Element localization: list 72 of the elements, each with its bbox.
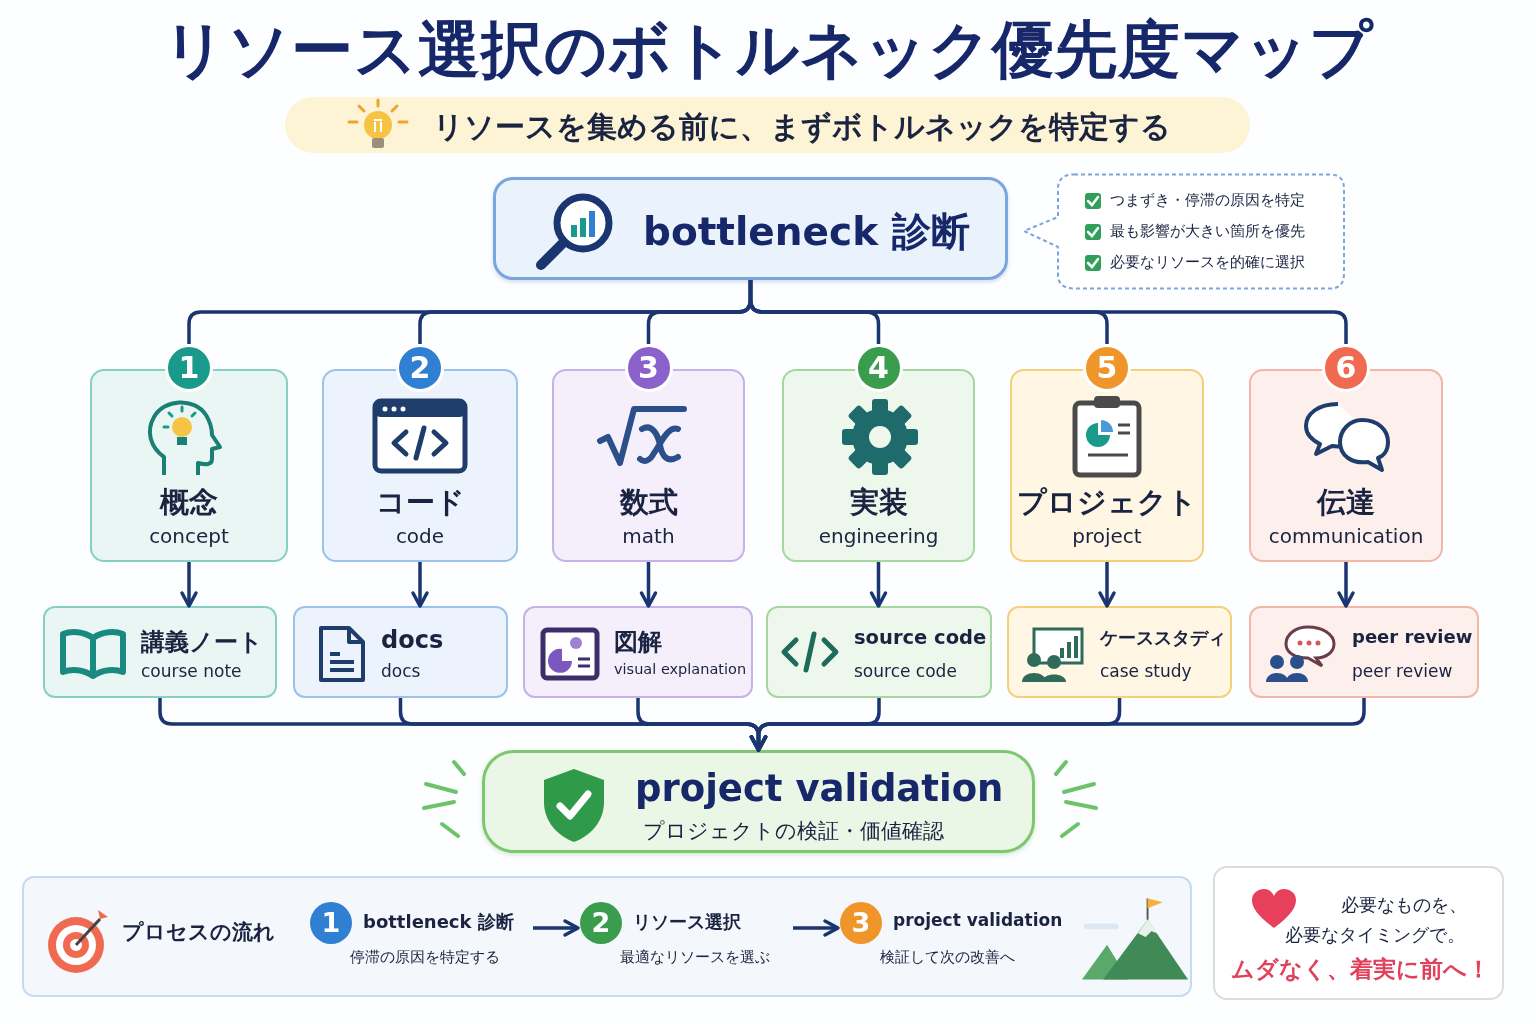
number-badge: 1: [310, 902, 352, 944]
step-title: bottleneck 診断: [363, 910, 514, 934]
step-description: 最適なリソースを選ぶ: [620, 948, 770, 967]
number-badge: 5: [1083, 344, 1131, 392]
category-title: コード: [374, 484, 466, 521]
number-badge: 6: [1322, 344, 1370, 392]
subtitle: リソースを集める前に、まずボトルネックを特定する: [433, 108, 1171, 146]
arrow: [180, 562, 198, 608]
step-description: 停滞の原因を特定する: [350, 948, 500, 967]
category-title: 実装: [848, 484, 909, 521]
category-subtitle: engineering: [817, 524, 940, 548]
resource-card: [43, 606, 277, 698]
step-title: リソース選択: [633, 910, 741, 934]
arrow: [1337, 562, 1355, 608]
number-badge: 2: [580, 902, 622, 944]
number-badge: 1: [165, 344, 213, 392]
resource-title: source code: [854, 626, 987, 649]
resource-card: [1249, 606, 1479, 698]
resource-card: [766, 606, 992, 698]
arrow: [533, 919, 580, 937]
number-badge: 3: [840, 902, 882, 944]
resource-card: [1007, 606, 1232, 698]
resource-title: 図解: [614, 627, 662, 658]
category-title: 概念: [158, 484, 219, 521]
resource-subtitle: source code: [854, 661, 957, 681]
diagnosis-box: [493, 177, 1008, 280]
message-card: [1213, 866, 1504, 1000]
resource-card: [293, 606, 508, 698]
arrow: [411, 562, 429, 608]
checklist-item: つまずき・停滞の原因を特定: [1110, 191, 1305, 210]
process-panel: [22, 876, 1192, 997]
box-subtitle: プロジェクトの検証・価値確認: [643, 818, 944, 845]
number-badge: 3: [624, 344, 673, 392]
category-title: 数式: [618, 484, 679, 521]
step-description: 検証して次の改善へ: [880, 948, 1015, 967]
banner: [285, 97, 1250, 153]
checklist-item: 最も影響が大きい箇所を優先: [1110, 222, 1305, 241]
number-badge: 2: [396, 344, 444, 392]
resource-card: [523, 606, 753, 698]
category-subtitle: concept: [148, 524, 230, 548]
resource-subtitle: visual explanation: [614, 661, 747, 677]
emphasis-text: ムダなく、着実に前へ！: [1230, 955, 1491, 984]
resource-title: peer review: [1352, 626, 1473, 647]
category-subtitle: communication: [1267, 524, 1425, 548]
category-subtitle: code: [394, 524, 446, 548]
category-title: 伝達: [1315, 484, 1376, 521]
arrow: [749, 698, 1366, 752]
title: リソース選択のボトルネック優先度マップ: [162, 12, 1375, 88]
resource-subtitle: course note: [141, 661, 242, 681]
checklist-item: 必要なリソースを的確に選択: [1110, 253, 1305, 272]
arrow: [869, 562, 888, 608]
box-heading: bottleneck 診断: [643, 208, 970, 256]
resource-title: 講義ノート: [141, 627, 263, 658]
connector-line: [748, 280, 1348, 344]
arrow: [1098, 562, 1116, 608]
category-title: プロジェクト: [1016, 484, 1198, 521]
resource-subtitle: peer review: [1352, 661, 1453, 681]
panel-heading: プロセスの流れ: [122, 919, 275, 946]
resource-subtitle: case study: [1100, 661, 1192, 681]
arrow: [793, 919, 840, 937]
message-text: 必要なものを、必要なタイミングで。: [1285, 893, 1468, 947]
arrow: [639, 562, 658, 608]
validation-box: [482, 750, 1035, 853]
number-badge: 4: [854, 344, 903, 392]
category-subtitle: project: [1071, 524, 1143, 548]
resource-title: ケーススタディ: [1100, 626, 1226, 650]
box-heading: project validation: [635, 767, 1004, 810]
callout-bubble: [1022, 173, 1346, 290]
resource-title: docs: [381, 626, 444, 654]
category-subtitle: math: [621, 524, 676, 548]
resource-subtitle: docs: [381, 661, 421, 681]
step-title: project validation: [893, 910, 1063, 930]
